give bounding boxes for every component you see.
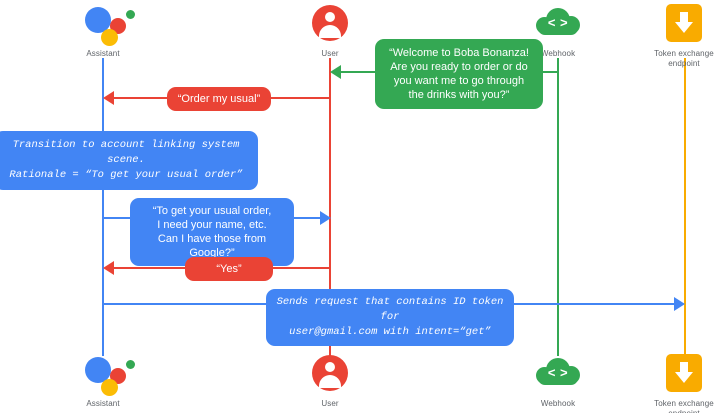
actor-label-assistant-bottom: Assistant (86, 399, 120, 408)
arrow-head-order-my-usual (103, 91, 114, 105)
assistant-dot-blue-bottom (85, 357, 111, 383)
actor-label-user-bottom: User (321, 399, 339, 408)
cloud-code-icon: < > (498, 2, 618, 46)
user-avatar-head (325, 12, 335, 22)
actor-webhook-top[interactable]: < > Webhook (498, 2, 618, 59)
google-assistant-logo-icon (43, 2, 163, 46)
assistant-dot-green (126, 10, 135, 19)
arrow-head-need-your-name (320, 211, 331, 225)
bubble-yes: “Yes” (185, 257, 273, 281)
actor-label-token-endpoint: Token exchange endpoint (654, 49, 714, 68)
actor-label-webhook: Webhook (540, 49, 576, 58)
arrow-head-sends-request (674, 297, 685, 311)
lifeline-user (329, 58, 331, 356)
assistant-dot-yellow-bottom (101, 379, 118, 396)
lifeline-token-endpoint (684, 58, 686, 356)
arrow-head-yes (103, 261, 114, 275)
download-arrow-stem (680, 12, 688, 23)
webhook-cloud-shape: < > (536, 8, 580, 35)
bubble-need-your-name: “To get your usual order, I need your na… (130, 198, 294, 266)
actor-user-bottom[interactable]: User (270, 352, 390, 409)
cloud-base (538, 23, 578, 35)
assistant-dot-green-bottom (126, 360, 135, 369)
actor-label-user: User (321, 49, 339, 58)
bubble-sends-request: Sends request that contains ID token for… (266, 289, 514, 346)
download-arrow-head (675, 22, 693, 33)
webhook-cloud-shape-bottom: < > (536, 358, 580, 385)
actor-webhook-bottom[interactable]: < > Webhook (498, 352, 618, 409)
cloud-base-bottom (538, 373, 578, 385)
download-box-icon-bottom (624, 352, 725, 396)
actor-assistant-bottom[interactable]: Assistant (43, 352, 163, 409)
bubble-order-my-usual: “Order my usual” (167, 87, 271, 111)
cloud-code-icon-bottom: < > (498, 352, 618, 396)
download-arrow-stem-bottom (680, 362, 688, 373)
actor-assistant-top[interactable]: Assistant (43, 2, 163, 59)
actor-token-endpoint-bottom[interactable]: Token exchange endpoint (624, 352, 725, 413)
assistant-dot-yellow (101, 29, 118, 46)
lifeline-assistant (102, 58, 104, 356)
user-avatar-body (319, 25, 341, 38)
actor-label-assistant: Assistant (86, 49, 120, 58)
download-arrow-head-bottom (675, 372, 693, 383)
bubble-welcome-message: “Welcome to Boba Bonanza! Are you ready … (375, 39, 543, 109)
actor-user-top[interactable]: User (270, 2, 390, 59)
arrow-head-welcome (330, 65, 341, 79)
google-assistant-logo-icon-bottom (43, 352, 163, 396)
actor-label-webhook-bottom: Webhook (540, 399, 576, 408)
code-brackets-icon-bottom: < > (547, 365, 569, 380)
bubble-transition-note: Transition to account linking system sce… (0, 131, 258, 190)
actor-token-endpoint-top[interactable]: Token exchange endpoint (624, 2, 725, 69)
user-avatar-icon-bottom (270, 352, 390, 396)
assistant-dot-blue (85, 7, 111, 33)
code-brackets-icon: < > (547, 15, 569, 30)
user-avatar-head-bottom (325, 362, 335, 372)
user-avatar-icon (270, 2, 390, 46)
download-box-icon (624, 2, 725, 46)
user-avatar-body-bottom (319, 375, 341, 388)
actor-label-token-endpoint-bottom: Token exchange endpoint (654, 399, 714, 413)
lifeline-webhook (557, 58, 559, 356)
